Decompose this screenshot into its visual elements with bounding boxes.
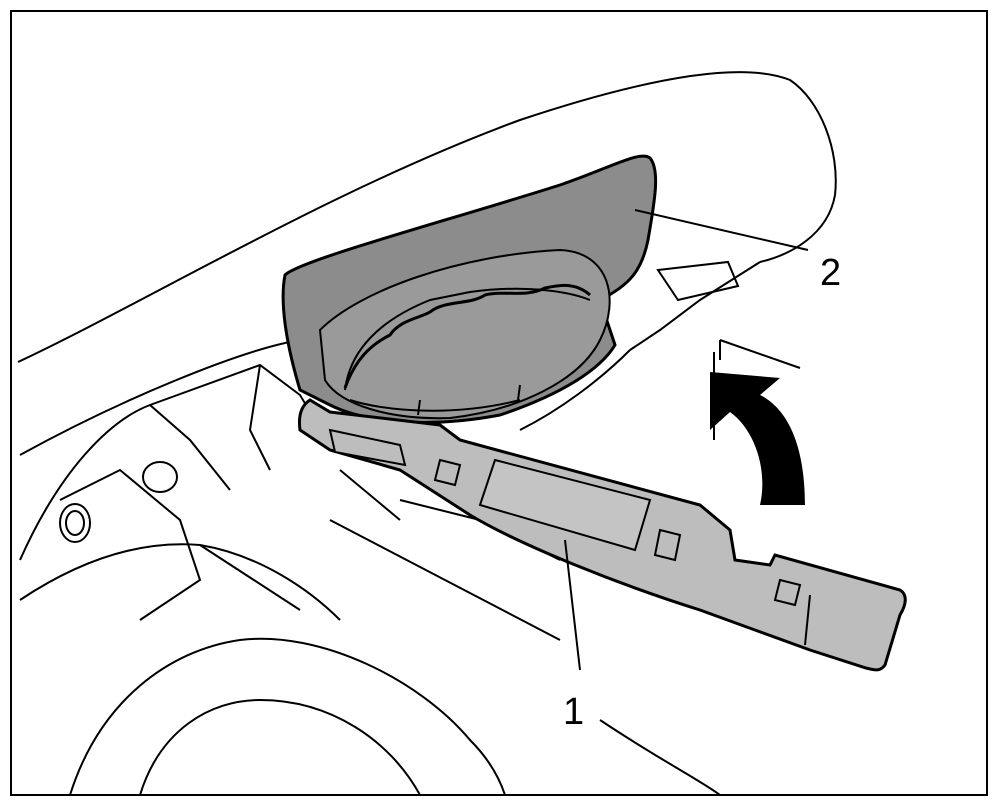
car-body [17, 71, 837, 796]
callout-label-1: 1 [563, 691, 585, 733]
curved-arrow-icon [710, 339, 805, 505]
leader-lines [564, 209, 809, 671]
tool-key [298, 398, 907, 672]
fuel-cap [281, 154, 658, 424]
leader-line-2 [634, 209, 809, 251]
callout-label-2: 2 [820, 252, 842, 294]
frame-border [10, 10, 988, 796]
leader-line-1 [564, 539, 581, 671]
